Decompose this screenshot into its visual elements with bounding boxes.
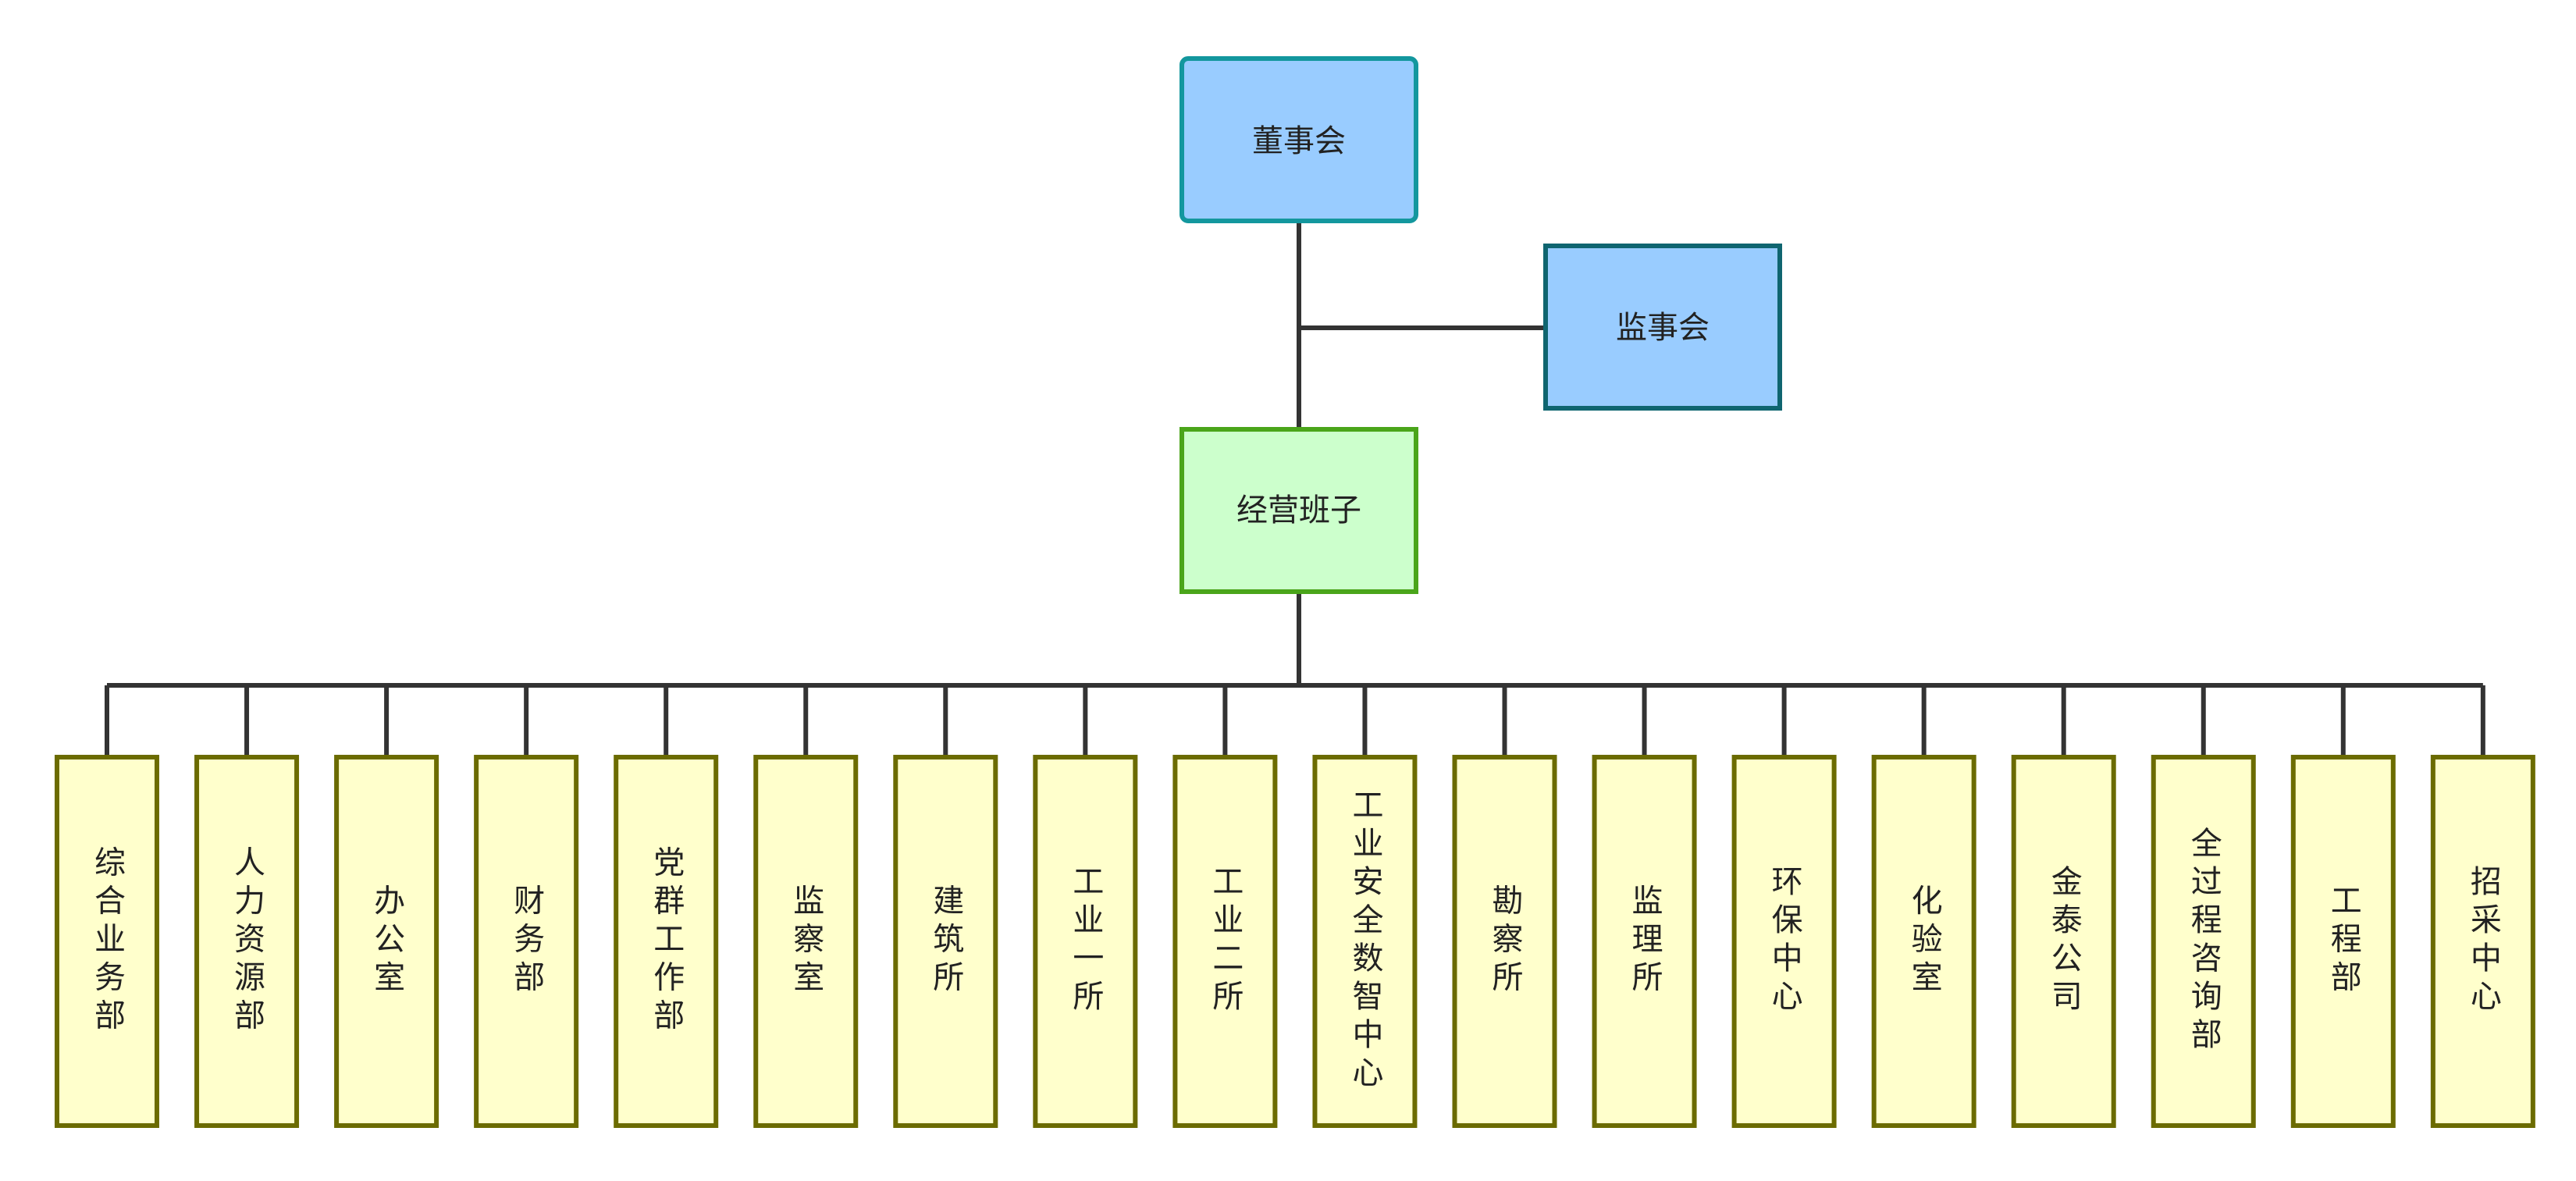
department-box [2430, 755, 2535, 1128]
department-box [1033, 755, 1138, 1128]
department-node: 建筑所 [893, 755, 998, 1128]
board-box [1179, 56, 1418, 223]
department-box [1871, 755, 1976, 1128]
department-node: 综合业务部 [55, 755, 159, 1128]
department-box [753, 755, 859, 1128]
department-label: 全过程咨询部 [2186, 827, 2222, 1056]
department-node: 监察室 [753, 755, 859, 1128]
department-label: 建筑所 [927, 884, 963, 999]
department-label: 化验室 [1906, 884, 1942, 999]
department-box [2290, 755, 2396, 1128]
department-node: 招采中心 [2430, 755, 2535, 1128]
department-box [2011, 755, 2116, 1128]
department-node: 勘察所 [1452, 755, 1557, 1128]
department-label: 金泰公司 [2046, 865, 2082, 1018]
department-box [55, 755, 159, 1128]
department-label: 工程部 [2325, 884, 2361, 999]
department-box [474, 755, 579, 1128]
department-box [194, 755, 300, 1128]
board-node: 董事会 [1179, 56, 1418, 223]
department-box [1172, 755, 1278, 1128]
department-label: 监察室 [788, 884, 824, 999]
department-node: 党群工作部 [614, 755, 719, 1128]
department-node: 金泰公司 [2011, 755, 2116, 1128]
department-node: 人力资源部 [194, 755, 300, 1128]
department-box [2151, 755, 2256, 1128]
department-node: 监理所 [1592, 755, 1697, 1128]
department-label: 办公室 [368, 884, 404, 999]
connector-lines [105, 221, 2485, 757]
department-node: 工程部 [2290, 755, 2396, 1128]
supervisors-box [1543, 244, 1782, 411]
supervisors-node: 监事会 [1543, 244, 1782, 411]
management-node: 经营班子 [1179, 427, 1418, 594]
department-node: 工业安全数智中心 [1312, 755, 1418, 1128]
department-node: 全过程咨询部 [2151, 755, 2256, 1128]
department-box [334, 755, 439, 1128]
department-label: 招采中心 [2465, 865, 2501, 1018]
department-label: 监理所 [1627, 884, 1663, 999]
department-node: 化验室 [1871, 755, 1976, 1128]
management-label: 经营班子 [1236, 493, 1361, 528]
department-node: 工业一所 [1033, 755, 1138, 1128]
department-label: 党群工作部 [648, 846, 684, 1037]
department-label: 财务部 [508, 884, 544, 999]
department-box [1592, 755, 1697, 1128]
department-box [893, 755, 998, 1128]
department-box [1312, 755, 1418, 1128]
department-box [1452, 755, 1557, 1128]
department-label: 勘察所 [1487, 884, 1523, 999]
department-label: 工业安全数智中心 [1347, 788, 1382, 1094]
department-box [614, 755, 719, 1128]
management-box [1179, 427, 1418, 594]
board-label: 董事会 [1252, 123, 1346, 159]
department-label: 工业一所 [1067, 865, 1103, 1018]
department-label: 综合业务部 [89, 846, 125, 1037]
departments-row: 综合业务部 人力资源部 办公室 财务部 党群工作部 监察室 建筑所 工业一所 工业二所 工业安全数… [55, 755, 2535, 1128]
department-label: 人力资源部 [229, 846, 265, 1037]
department-node: 环保中心 [1731, 755, 1837, 1128]
department-label: 工业二所 [1207, 865, 1243, 1018]
department-box [1731, 755, 1837, 1128]
department-node: 财务部 [474, 755, 579, 1128]
department-node: 工业二所 [1172, 755, 1278, 1128]
department-label: 环保中心 [1767, 865, 1803, 1018]
supervisors-label: 监事会 [1616, 310, 1710, 346]
department-node: 办公室 [334, 755, 439, 1128]
